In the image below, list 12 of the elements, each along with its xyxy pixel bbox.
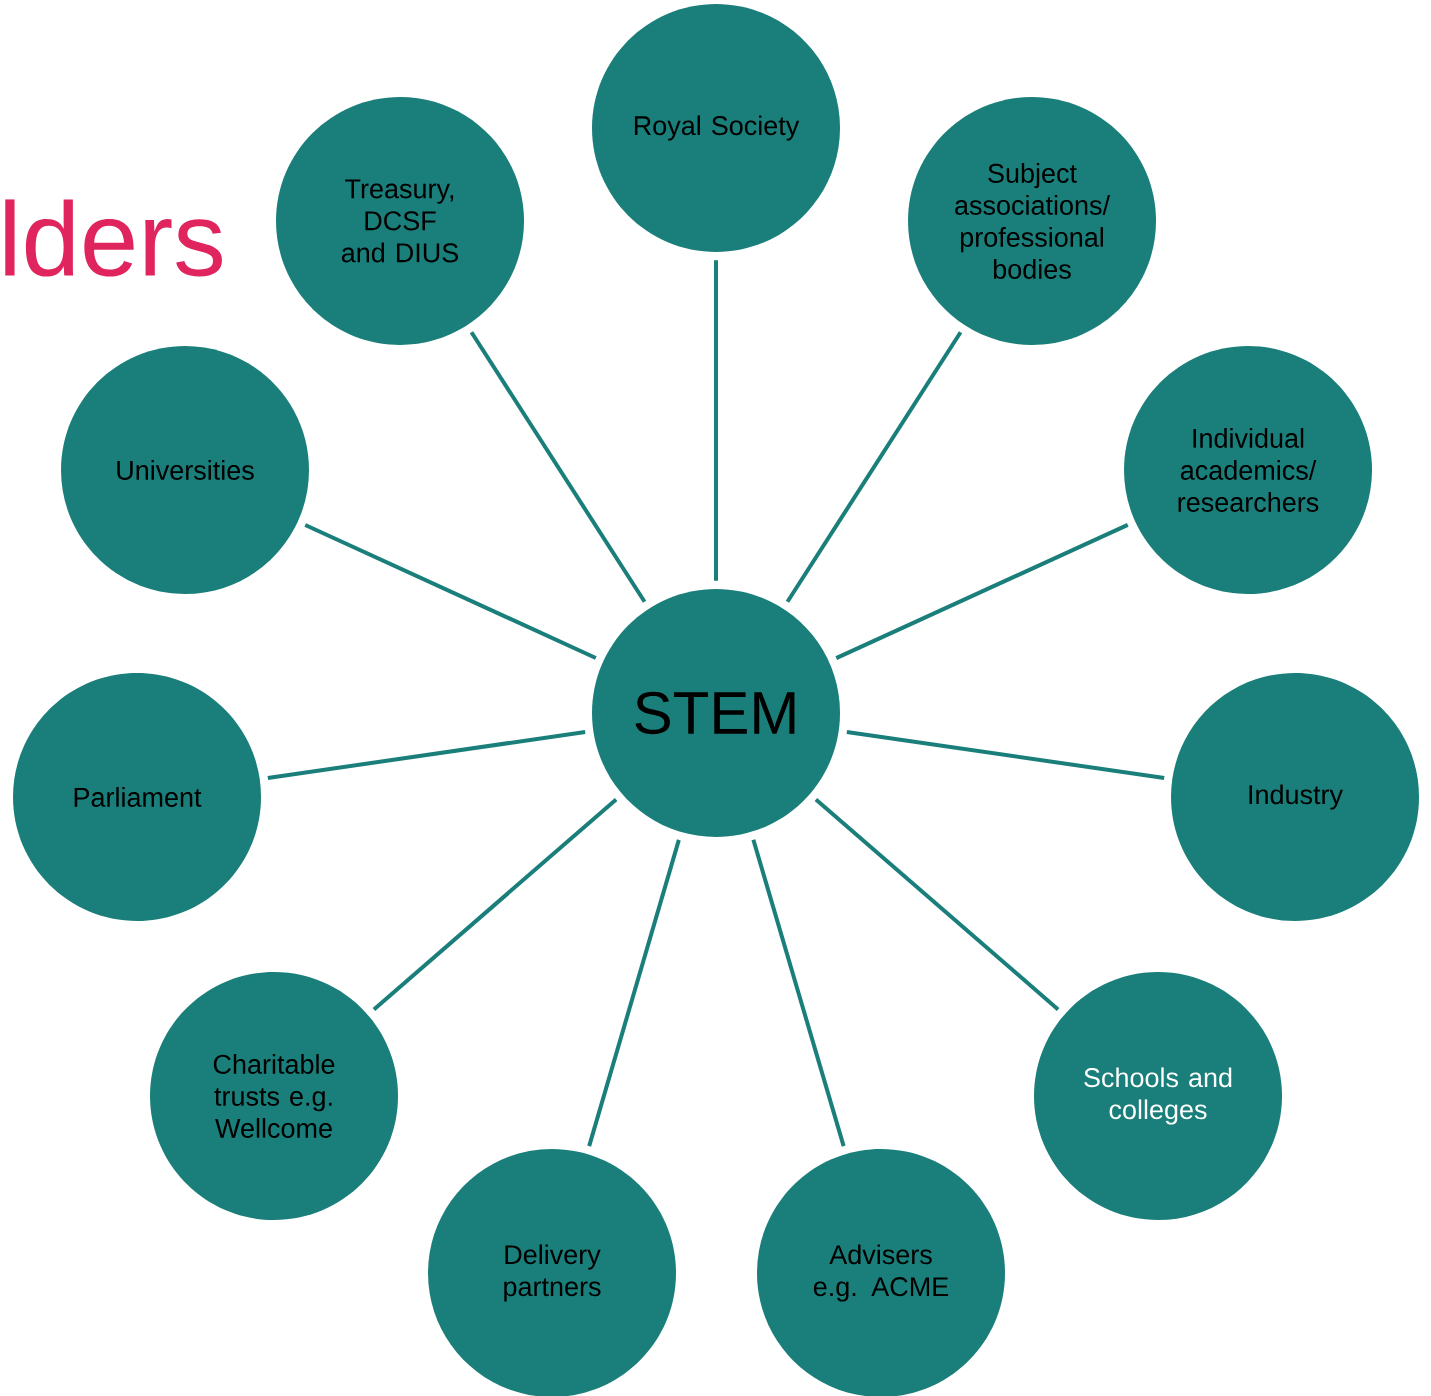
connector-line xyxy=(469,331,647,603)
title: lders xyxy=(5,199,222,277)
connector-line xyxy=(846,730,1165,780)
connector-line xyxy=(587,839,681,1147)
connector-line xyxy=(372,798,618,1011)
connector-line xyxy=(714,260,718,581)
connector-line xyxy=(785,331,963,603)
connector-line xyxy=(267,730,586,780)
connector-line xyxy=(835,523,1129,660)
connector-line xyxy=(751,839,846,1147)
connector-line xyxy=(304,523,597,660)
connector-line xyxy=(814,798,1060,1011)
